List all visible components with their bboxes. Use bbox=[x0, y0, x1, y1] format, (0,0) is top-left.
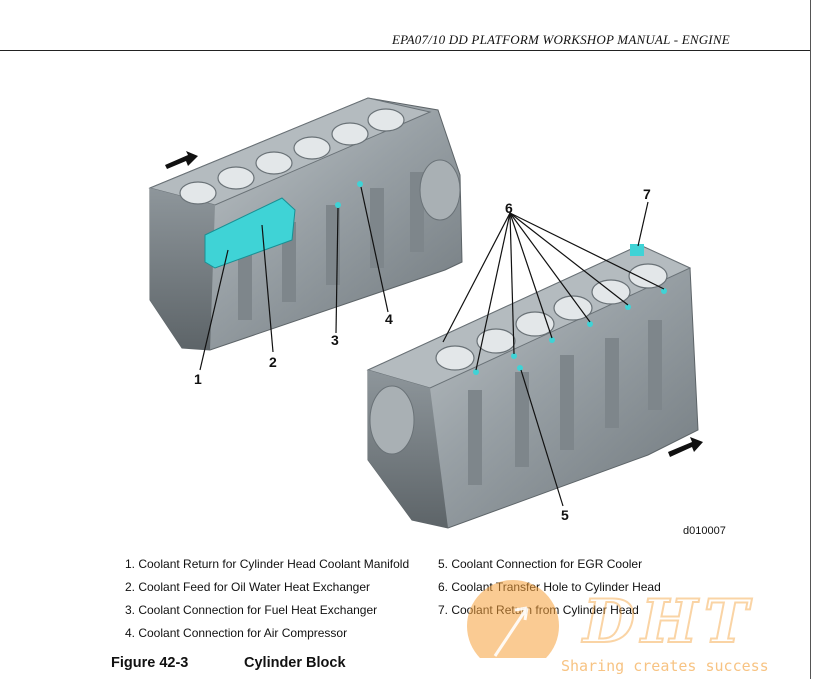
legend-item: 5. Coolant Connection for EGR Cooler bbox=[438, 557, 643, 571]
legend-item: 4. Coolant Connection for Air Compressor bbox=[125, 626, 348, 640]
header-rule bbox=[0, 50, 810, 51]
watermark-tagline: Sharing creates success bbox=[561, 657, 769, 675]
figure-id: d010007 bbox=[683, 525, 726, 537]
leader-lines bbox=[199, 186, 665, 507]
figure-caption-number: Figure 42-3 bbox=[111, 655, 189, 671]
watermark-logo-text: DHT bbox=[581, 587, 754, 657]
legend-item: 1. Coolant Return for Cylinder Head Cool… bbox=[125, 557, 410, 571]
callout-3: 3 bbox=[331, 332, 339, 348]
callout-4: 4 bbox=[385, 311, 393, 327]
legend-item: 2. Coolant Feed for Oil Water Heat Excha… bbox=[125, 580, 371, 594]
callout-5: 5 bbox=[561, 507, 569, 523]
cylinder-block-illustration bbox=[148, 97, 703, 529]
page-right-edge bbox=[810, 0, 811, 679]
watermark-logo: DHT bbox=[467, 580, 754, 658]
watermark-circle-icon bbox=[467, 580, 559, 658]
callout-2: 2 bbox=[269, 354, 277, 370]
legend-item: 3. Coolant Connection for Fuel Heat Exch… bbox=[125, 603, 378, 617]
engine-block-lower bbox=[366, 244, 703, 529]
running-header: EPA07/10 DD PLATFORM WORKSHOP MANUAL - E… bbox=[392, 32, 730, 47]
figure-caption-title: Cylinder Block bbox=[244, 655, 346, 671]
callout-6: 6 bbox=[505, 200, 513, 216]
callout-7: 7 bbox=[643, 186, 651, 202]
engine-block-upper bbox=[148, 97, 463, 351]
callout-1: 1 bbox=[194, 371, 202, 387]
